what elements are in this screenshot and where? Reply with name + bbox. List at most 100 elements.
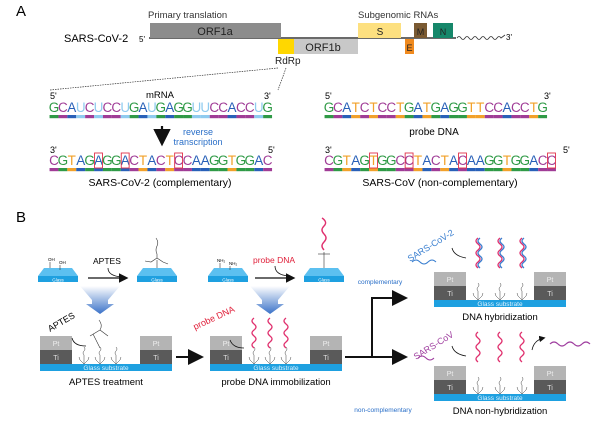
glass-slide-nh2: Glass NH₂ NH₂ <box>208 258 248 283</box>
base-letter: G <box>111 153 122 168</box>
base-letter: C <box>484 100 494 115</box>
base-letter: G <box>49 100 60 115</box>
base-letter: U <box>94 100 104 115</box>
base-bar <box>502 168 512 172</box>
base-bar <box>94 115 103 119</box>
base-bar <box>156 168 166 172</box>
base-letter: A <box>165 100 174 115</box>
base-letter: C <box>263 153 273 168</box>
base-letter: T <box>369 100 377 115</box>
base-bar <box>440 168 450 172</box>
base-bar <box>538 168 548 172</box>
oh-label-1: OH <box>48 257 55 262</box>
base-bar <box>138 168 148 172</box>
base-letter: G <box>448 100 459 115</box>
base-bar <box>263 115 273 119</box>
base-bar <box>200 115 210 119</box>
subgenomic-rnas-label: Subgenomic RNAs <box>358 10 439 21</box>
base-letter: T <box>441 153 449 168</box>
non-complementary-label: non-complementary <box>354 407 412 414</box>
base-bar <box>227 115 237 119</box>
base-letter: C <box>218 100 228 115</box>
released-sarscov-strand <box>549 341 591 347</box>
base-letter: G <box>493 153 504 168</box>
linker-layer <box>78 282 528 395</box>
base-bar <box>111 115 121 119</box>
ti-label: Ti <box>53 355 59 362</box>
base-letter: T <box>68 153 76 168</box>
aptes-linker <box>280 346 292 365</box>
hybridized-target-strand <box>521 237 527 269</box>
nonhybrid-curved-arrow-in <box>451 345 467 357</box>
base-bar <box>484 168 494 172</box>
base-letter: G <box>511 153 522 168</box>
branch-arrows <box>345 290 408 365</box>
result1-label: DNA hybridization <box>462 312 538 323</box>
base-letter: A <box>467 153 476 168</box>
base-bar <box>458 168 467 172</box>
base-bar <box>102 168 112 172</box>
base-letter: T <box>467 100 475 115</box>
base-bar <box>165 115 175 119</box>
base-letter: A <box>440 100 449 115</box>
oh-label-2: OH <box>59 260 66 265</box>
zoom-line-right <box>277 67 287 91</box>
base-letter: U <box>192 100 202 115</box>
base-bar <box>333 168 343 172</box>
mismatch-box <box>120 152 130 169</box>
probe-title: probe DNA <box>409 127 459 138</box>
base-bar <box>58 115 68 119</box>
base-bar <box>138 115 148 119</box>
base-letter: A <box>449 153 458 168</box>
base-letter: C <box>547 153 557 168</box>
ti-label: Ti <box>447 291 453 298</box>
mismatch-box <box>174 152 183 169</box>
comp-3prime: 3' <box>50 145 57 155</box>
glass-substrate-label: Glass substrate <box>83 365 129 372</box>
nonhybrid-curved-arrow-out <box>531 335 546 351</box>
probe-dna-device-label: probe DNA <box>192 304 237 332</box>
base-bar <box>475 168 485 172</box>
base-letter: C <box>111 100 121 115</box>
base-letter: G <box>359 153 370 168</box>
base-letter: C <box>333 100 343 115</box>
base-letter: G <box>484 153 495 168</box>
genome-3prime: 3' <box>506 33 512 42</box>
aptes-linker <box>472 282 484 301</box>
base-bar <box>360 168 370 172</box>
aptes-reagent-label: APTES <box>93 256 121 266</box>
base-letter: T <box>530 100 538 115</box>
base-bar <box>85 168 95 172</box>
glass-slide-oh: Glass OH OH <box>38 257 78 283</box>
base-letter: C <box>458 153 468 168</box>
nh2-label-1: NH₂ <box>217 258 225 263</box>
base-letter: C <box>209 100 219 115</box>
base-bar <box>466 168 476 172</box>
base-bar <box>94 168 103 172</box>
probe-strand <box>519 331 525 363</box>
base-bar <box>218 168 228 172</box>
base-bar <box>404 168 414 172</box>
base-letter: C <box>404 153 414 168</box>
base-bar <box>254 115 264 119</box>
base-bar <box>76 115 86 119</box>
base-letter: C <box>386 100 396 115</box>
base-letter: C <box>511 100 521 115</box>
base-letter: A <box>138 100 147 115</box>
probe-strands-layer <box>251 237 527 363</box>
base-bar <box>395 115 405 119</box>
aptes-linker <box>94 346 106 365</box>
probe-3prime: 3' <box>544 91 551 101</box>
base-bar <box>511 115 521 119</box>
base-bar <box>209 168 219 172</box>
poly-a-tail <box>456 34 506 40</box>
base-letter: C <box>431 153 441 168</box>
glass-label: Glass <box>222 278 234 283</box>
gene-e <box>405 39 414 54</box>
ti-label: Ti <box>323 355 329 362</box>
device-non-hybridization: Glass substrate Pt Ti Pt Ti <box>434 366 566 402</box>
base-bar <box>227 168 237 172</box>
base-letter: A <box>192 153 201 168</box>
base-bar <box>245 168 255 172</box>
